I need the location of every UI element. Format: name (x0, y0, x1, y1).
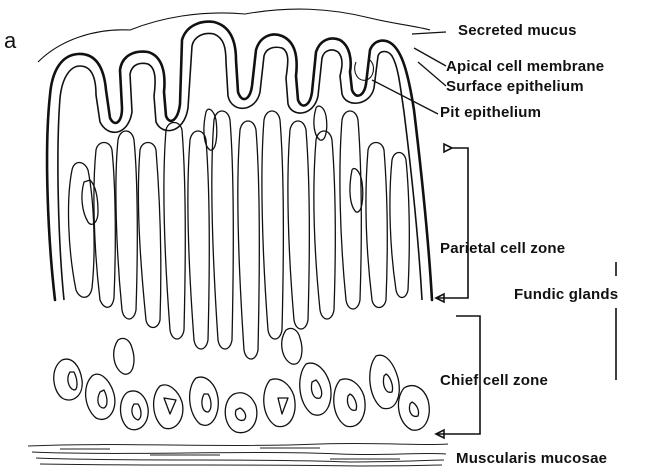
panel-letter: a (4, 28, 16, 54)
chief-cell-gland-sections (54, 328, 429, 432)
pointer-secreted-mucus (412, 32, 446, 34)
label-surface-epithelium: Surface epithelium (446, 78, 584, 95)
label-pit-epithelium: Pit epithelium (440, 104, 541, 121)
label-muscularis-mucosae: Muscularis mucosae (456, 450, 607, 467)
label-pointers (372, 32, 446, 114)
bracket-parietal-zone (436, 144, 468, 298)
pointer-surface-epithelium (418, 62, 446, 86)
fundic-gland-tubes (69, 111, 410, 359)
label-fundic-glands: Fundic glands (514, 286, 618, 303)
label-secreted-mucus: Secreted mucus (458, 22, 577, 39)
gland-lumens-upper (82, 106, 363, 224)
secreted-mucus-layer (38, 9, 430, 62)
label-parietal-cell-zone: Parietal cell zone (440, 240, 565, 257)
pointer-pit-epithelium (372, 80, 438, 114)
pit-epithelium-detail (355, 60, 374, 80)
label-apical-cell-membrane: Apical cell membrane (446, 58, 604, 75)
label-chief-cell-zone: Chief cell zone (440, 372, 548, 389)
muscularis-mucosae-layer (28, 443, 448, 466)
